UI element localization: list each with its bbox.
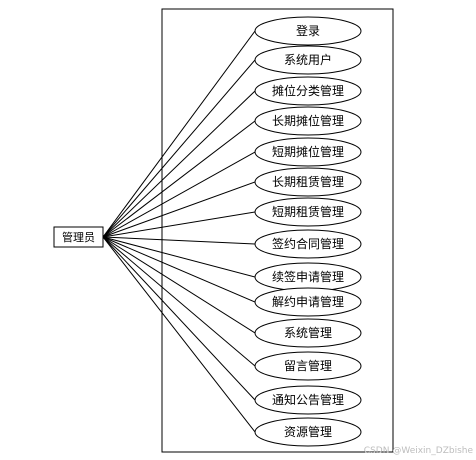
connector-line: [102, 30, 256, 238]
use-case-label: 资源管理: [284, 424, 332, 439]
use-case-oval: [254, 417, 362, 447]
use-case-label: 留言管理: [284, 358, 332, 373]
connector-line: [102, 90, 256, 238]
use-case-oval: [254, 76, 362, 106]
use-case-oval: [254, 137, 362, 167]
connector-line: [102, 236, 256, 334]
use-case-oval: [254, 16, 362, 46]
use-case-oval: [254, 351, 362, 381]
connector-line: [102, 236, 256, 401]
use-case-oval: [254, 106, 362, 136]
use-case-oval: [254, 287, 362, 317]
use-case-oval: [254, 385, 362, 415]
actor-box: 管理员: [53, 226, 104, 248]
use-case-oval: [254, 45, 362, 75]
use-case: 续签申请管理: [254, 262, 362, 292]
connector-line: [102, 236, 256, 245]
connector-line: [102, 120, 256, 238]
use-case: 留言管理: [254, 351, 362, 381]
connector-line: [102, 236, 256, 303]
use-case-label: 短期摊位管理: [272, 144, 344, 159]
use-case: 通知公告管理: [254, 385, 362, 415]
use-case-label: 续签申请管理: [272, 269, 344, 284]
use-case-label: 系统管理: [284, 325, 332, 340]
connector-line: [102, 236, 256, 278]
use-case-label: 系统用户: [284, 52, 332, 67]
use-case: 长期租赁管理: [254, 167, 362, 197]
connector-line: [102, 236, 256, 433]
use-case-oval: [254, 167, 362, 197]
watermark: CSDN @Weixin_DZbishe: [364, 446, 474, 456]
use-case: 签约合同管理: [254, 229, 362, 259]
use-case-label: 短期租赁管理: [272, 204, 344, 219]
use-case-label: 长期摊位管理: [272, 113, 344, 128]
use-case: 解约申请管理: [254, 287, 362, 317]
use-case-label: 摊位分类管理: [272, 83, 344, 98]
use-case: 登录: [254, 16, 362, 46]
use-case-oval: [254, 318, 362, 348]
use-case-oval: [254, 197, 362, 227]
actor-label: 管理员: [62, 230, 95, 244]
use-case-label: 通知公告管理: [272, 392, 344, 407]
use-case-label: 长期租赁管理: [272, 174, 344, 189]
use-case: 系统管理: [254, 318, 362, 348]
use-case-label: 登录: [296, 23, 320, 38]
actor-box-border: [53, 226, 104, 248]
connector-line: [102, 236, 256, 367]
use-case: 系统用户: [254, 45, 362, 75]
use-case-group: 登录系统用户摊位分类管理长期摊位管理短期摊位管理长期租赁管理短期租赁管理签约合同…: [254, 16, 362, 447]
connector-line: [102, 181, 256, 238]
use-case: 短期摊位管理: [254, 137, 362, 167]
use-case: 短期租赁管理: [254, 197, 362, 227]
connector-lines: [102, 30, 256, 433]
use-case: 摊位分类管理: [254, 76, 362, 106]
use-case-label: 签约合同管理: [272, 236, 344, 251]
system-boundary: [161, 8, 394, 453]
use-case-label: 解约申请管理: [272, 294, 344, 309]
use-case-oval: [254, 229, 362, 259]
use-case: 资源管理: [254, 417, 362, 447]
use-case: 长期摊位管理: [254, 106, 362, 136]
connector-line: [102, 211, 256, 238]
connector-line: [102, 151, 256, 238]
connector-line: [102, 59, 256, 238]
